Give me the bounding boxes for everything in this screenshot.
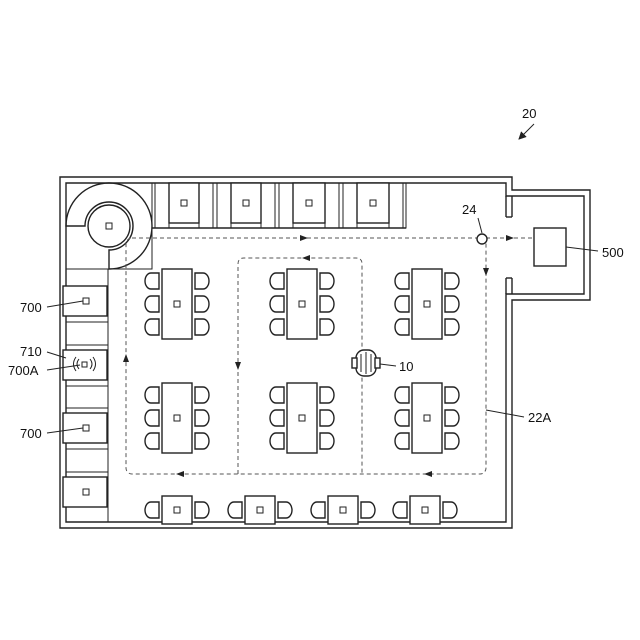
top-booth bbox=[279, 183, 339, 228]
chair bbox=[195, 433, 209, 449]
chair bbox=[320, 387, 334, 403]
sensor-icon bbox=[477, 234, 487, 244]
chair bbox=[270, 410, 284, 426]
figure-number: 20 bbox=[522, 106, 536, 121]
chair bbox=[320, 296, 334, 312]
two-seat-table bbox=[228, 496, 292, 524]
building-outer-wall bbox=[60, 177, 590, 528]
beacon-label: 700A bbox=[8, 363, 39, 378]
chair bbox=[395, 319, 409, 335]
kiosk-top-label: 700 bbox=[20, 300, 42, 315]
chair bbox=[395, 387, 409, 403]
chair bbox=[195, 410, 209, 426]
chair bbox=[270, 433, 284, 449]
chair bbox=[311, 502, 325, 518]
chair bbox=[145, 387, 159, 403]
bottom-tables bbox=[145, 496, 457, 524]
two-seat-table bbox=[393, 496, 457, 524]
chair bbox=[270, 319, 284, 335]
station-leader-line bbox=[566, 247, 598, 251]
chair bbox=[228, 502, 242, 518]
figure-pointer-arrow bbox=[519, 124, 534, 139]
path-label: 22A bbox=[528, 410, 551, 425]
chair bbox=[361, 502, 375, 518]
six-seat-table bbox=[145, 383, 209, 453]
chair bbox=[145, 410, 159, 426]
chair bbox=[145, 273, 159, 289]
building-inner-wall bbox=[66, 183, 584, 522]
chair bbox=[278, 502, 292, 518]
chair bbox=[195, 296, 209, 312]
six-seat-table bbox=[270, 383, 334, 453]
left-booths bbox=[63, 269, 108, 522]
top-booth bbox=[343, 183, 403, 228]
chair bbox=[145, 319, 159, 335]
station-box bbox=[534, 228, 566, 266]
chair bbox=[445, 410, 459, 426]
chair bbox=[443, 502, 457, 518]
chair bbox=[445, 433, 459, 449]
six-seat-table bbox=[145, 269, 209, 339]
chair bbox=[195, 502, 209, 518]
robot-leader bbox=[380, 364, 396, 366]
chair bbox=[445, 296, 459, 312]
chair bbox=[145, 296, 159, 312]
top-booth bbox=[155, 183, 213, 228]
chair bbox=[395, 433, 409, 449]
chair bbox=[395, 273, 409, 289]
chair bbox=[445, 319, 459, 335]
six-seat-table bbox=[395, 383, 459, 453]
station-label: 500 bbox=[602, 245, 624, 260]
chair bbox=[270, 387, 284, 403]
sensor-label: 24 bbox=[462, 202, 476, 217]
chair bbox=[395, 296, 409, 312]
top-booths bbox=[152, 183, 406, 228]
spiral-staircase bbox=[66, 183, 152, 269]
chair bbox=[393, 502, 407, 518]
two-seat-table bbox=[311, 496, 375, 524]
six-seat-table bbox=[395, 269, 459, 339]
top-booth bbox=[217, 183, 275, 228]
robot-icon bbox=[352, 350, 380, 376]
sensor-leader bbox=[478, 218, 482, 233]
chair bbox=[320, 319, 334, 335]
chair bbox=[195, 387, 209, 403]
chair bbox=[320, 433, 334, 449]
kiosk-bottom-label: 700 bbox=[20, 426, 42, 441]
chair bbox=[195, 273, 209, 289]
chair bbox=[145, 502, 159, 518]
chair bbox=[320, 273, 334, 289]
chair bbox=[195, 319, 209, 335]
chair bbox=[320, 410, 334, 426]
chair bbox=[445, 387, 459, 403]
two-seat-table bbox=[145, 496, 209, 524]
robot-label: 10 bbox=[399, 359, 413, 374]
six-seat-table bbox=[270, 269, 334, 339]
chair bbox=[395, 410, 409, 426]
chair bbox=[270, 296, 284, 312]
chair bbox=[145, 433, 159, 449]
chair bbox=[270, 273, 284, 289]
chair bbox=[445, 273, 459, 289]
path-leader bbox=[486, 410, 524, 417]
beacon-device-label: 710 bbox=[20, 344, 42, 359]
